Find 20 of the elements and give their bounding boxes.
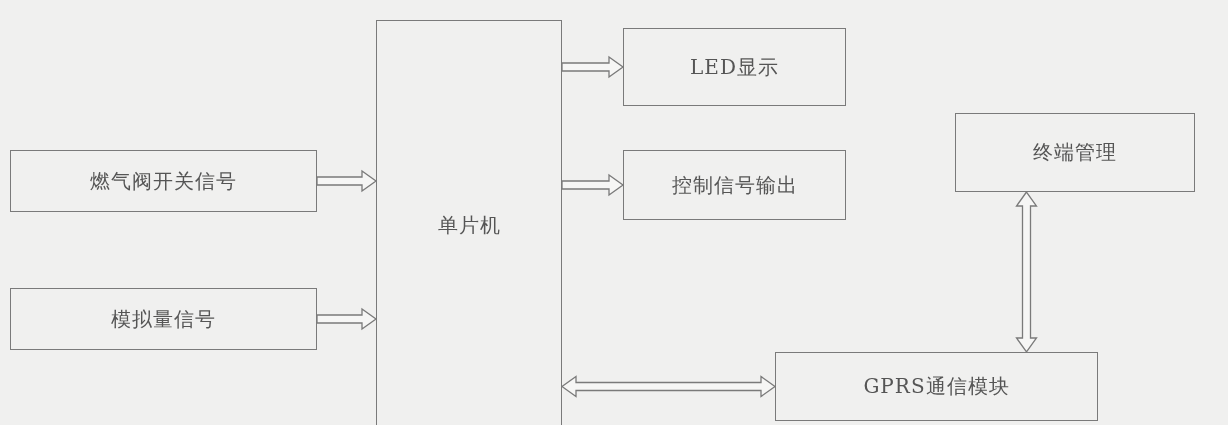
block-box xyxy=(376,20,562,425)
block-box xyxy=(623,28,846,106)
hollow-arrow xyxy=(561,173,624,197)
block-box xyxy=(623,150,846,220)
block-label: 控制信号输出 xyxy=(671,171,798,199)
hollow-arrow xyxy=(1015,190,1038,353)
hollow-arrow xyxy=(560,375,776,398)
hollow-arrow xyxy=(316,307,377,331)
hollow-arrow xyxy=(316,169,377,193)
hollow-arrow xyxy=(561,55,624,79)
block-label: LED显示 xyxy=(690,53,779,81)
block-label: 终端管理 xyxy=(1033,139,1117,166)
block-label: 模拟量信号 xyxy=(111,305,216,333)
block-box xyxy=(10,150,317,212)
block-label: 单片机 xyxy=(437,212,501,239)
block-label: GPRS通信模块 xyxy=(863,373,1010,400)
block-box xyxy=(775,352,1098,421)
block-box xyxy=(10,288,317,350)
block-label: 燃气阀开关信号 xyxy=(90,167,237,195)
block-box xyxy=(955,113,1195,192)
